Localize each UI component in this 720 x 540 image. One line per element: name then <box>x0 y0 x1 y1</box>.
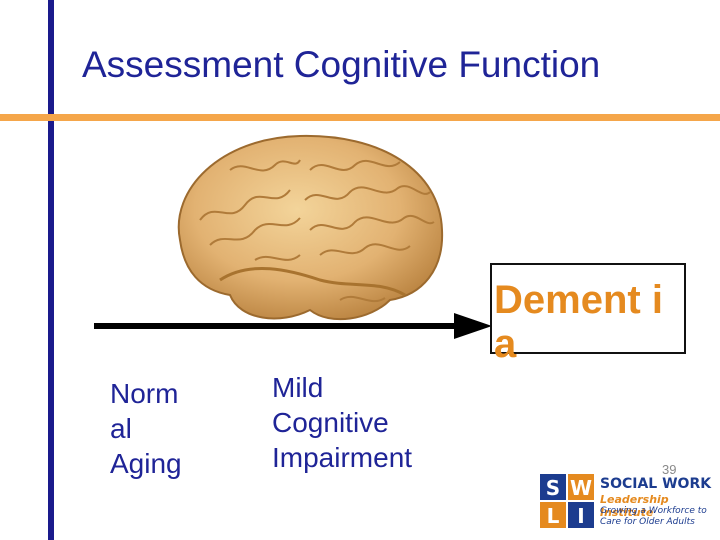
stage-normal-aging: Norm al Aging <box>110 378 182 479</box>
slide-title: Assessment Cognitive Function <box>82 44 601 85</box>
stage-mild-cognitive-impairment: Mild Cognitive Impairment <box>272 372 413 473</box>
svg-text:W: W <box>570 476 592 500</box>
social-work-logo: S W L I <box>540 474 594 528</box>
svg-text:I: I <box>577 504 584 528</box>
left-accent-bar <box>48 0 54 540</box>
slide-number: 39 <box>662 462 677 477</box>
svg-text:L: L <box>547 504 560 528</box>
logo-tagline: Growing a Workforce to Care for Older Ad… <box>600 506 707 527</box>
logo-title: SOCIAL WORK <box>600 476 712 492</box>
brain-illustration <box>177 134 444 321</box>
title-divider <box>0 114 720 121</box>
progression-arrow <box>94 313 492 339</box>
logo-subtitle: Leadership Institute <box>600 493 669 519</box>
dementia-box <box>490 263 686 354</box>
stage-dementia: Dement ia <box>494 278 663 366</box>
svg-text:S: S <box>546 476 560 500</box>
